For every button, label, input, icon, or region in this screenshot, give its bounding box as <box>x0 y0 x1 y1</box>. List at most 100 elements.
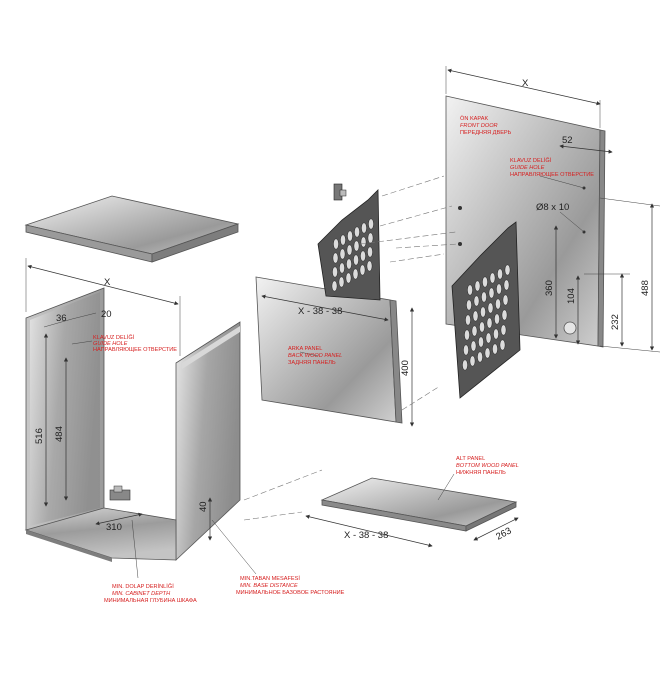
basket-slot <box>499 339 506 351</box>
dim-488-label: 488 <box>640 280 651 296</box>
bottom-panel-tr: ALT PANEL <box>456 456 485 462</box>
basket-slot <box>500 324 507 336</box>
assembly-guide-lines <box>243 175 459 521</box>
hinge-bracket-icon <box>333 183 347 201</box>
back-panel-ru: ЗАДНЯЯ ПАНЕЛЬ <box>288 360 336 366</box>
basket-slot <box>463 344 469 356</box>
dim-40-label: 40 <box>198 501 209 512</box>
min-base-en: MIN. BASE DISTANCE <box>240 583 298 589</box>
basket-slot <box>486 317 493 329</box>
dim-360-label: 360 <box>544 280 555 296</box>
front-door-callout: ÖN KAPAK FRONT DOOR ПЕРЕДНЯЯ ДВЕРЬ <box>460 115 512 136</box>
dim-36-label: 36 <box>56 313 67 324</box>
basket-slot <box>340 234 346 246</box>
front-door-tr: ÖN KAPAK <box>460 115 488 122</box>
basket-slot <box>502 294 509 306</box>
basket-slot <box>333 238 339 250</box>
dim-52: 52 <box>559 135 613 154</box>
min-depth-en: MIN. CABINET DEPTH <box>112 591 171 597</box>
basket-slot <box>368 218 374 230</box>
basket-slot <box>495 298 501 310</box>
basket-slot <box>359 264 366 276</box>
top-panel <box>24 195 240 263</box>
bottom-wood-panel <box>320 477 518 532</box>
guide-hole-left-callout: KLAVUZ DELİĞİ GUIDE HOLE НАПРАВЛЯЮЩЕЕ ОТ… <box>71 334 177 353</box>
basket-slot <box>493 328 499 340</box>
basket-slot <box>465 314 471 326</box>
basket-slot <box>504 264 511 276</box>
basket-slot <box>347 230 353 242</box>
min-depth-callout: MIN. DOLAP DERİNLİĞİ MIN. CABINET DEPTH … <box>104 519 197 604</box>
dim-516-label: 516 <box>34 428 45 444</box>
guide-hole-right-ru: НАПРАВЛЯЮЩЕЕ ОТВЕРСТИЕ <box>510 172 594 178</box>
dim-52-label: 52 <box>562 135 573 146</box>
dim-x-top-label: X <box>522 78 529 89</box>
guide-hole-right-tr: KLAVUZ DELİĞİ <box>510 157 552 164</box>
basket-slot <box>474 280 481 292</box>
basket-slot <box>462 359 468 371</box>
front-door-ru: ПЕРЕДНЯЯ ДВЕРЬ <box>460 130 512 136</box>
dim-x-left-label: X <box>104 277 111 288</box>
bottom-panel-en: BOTTOM WOOD PANEL <box>456 463 519 469</box>
basket-slot <box>471 325 478 337</box>
basket-slot <box>503 279 510 291</box>
dim-36-20: 36 20 <box>43 309 112 328</box>
basket-slot <box>492 343 498 355</box>
guide-hole-right-callout: KLAVUZ DELİĞİ GUIDE HOLE НАПРАВЛЯЮЩЕЕ ОТ… <box>510 157 594 189</box>
basket-slot <box>353 240 360 252</box>
wire-basket-right <box>451 221 521 399</box>
min-depth-ru: МИНИМАЛЬНАЯ ГЛУБИНА ШКАФА <box>104 598 197 604</box>
basket-slot <box>494 313 500 325</box>
basket-slot <box>331 280 338 292</box>
basket-slot <box>487 302 494 314</box>
basket-slot <box>478 336 484 348</box>
basket-slot <box>367 246 373 258</box>
basket-slot <box>366 260 373 272</box>
basket-slot <box>497 268 503 280</box>
basket-slot <box>353 254 359 266</box>
basket-slot <box>482 276 488 288</box>
basket-slot <box>367 232 374 244</box>
basket-slot <box>466 299 472 311</box>
basket-slot <box>360 250 366 262</box>
min-base-callout: MIN.TABAN MESAFESİ MIN. BASE DISTANCE МИ… <box>211 519 345 596</box>
guide-hole-right-en: GUIDE HOLE <box>510 165 545 171</box>
min-depth-tr: MIN. DOLAP DERİNLİĞİ <box>112 583 174 590</box>
basket-slot <box>339 248 346 260</box>
basket-slot <box>496 283 502 295</box>
cabinet-box <box>24 287 241 562</box>
dim-484-label: 484 <box>54 426 65 442</box>
basket-slot <box>473 295 480 307</box>
basket-slot <box>467 284 473 296</box>
lock-hole-icon <box>563 321 577 335</box>
dim-310-label: 310 <box>106 522 122 533</box>
dim-back-width: X - 38 - 38 <box>261 294 389 322</box>
dim-232-488: 232 488 <box>584 197 661 353</box>
dim-360-104: 360 104 <box>544 225 581 345</box>
hole-size-label: Ø8 x 10 <box>536 202 569 213</box>
wire-basket-left <box>317 189 381 301</box>
basket-slot <box>352 268 359 280</box>
front-door-en: FRONT DOOR <box>460 123 498 129</box>
basket-slot <box>472 310 479 322</box>
dim-516: 516 484 <box>34 333 69 507</box>
basket-slot <box>479 321 485 333</box>
basket-slot <box>361 222 367 234</box>
basket-slot <box>354 226 360 238</box>
basket-slot <box>464 329 470 341</box>
basket-slot <box>469 355 476 367</box>
dim-x-cabinet: X <box>25 258 181 356</box>
back-height-label: 400 <box>400 360 411 376</box>
basket-slot <box>346 258 352 270</box>
hole-size: Ø8 x 10 <box>536 202 585 233</box>
min-base-ru: МИНИМАЛЬНОЕ БАЗОВОЕ РАСТОЯНИЕ <box>236 590 345 596</box>
basket-slot <box>332 252 339 264</box>
basket-slot <box>480 306 486 318</box>
basket-slot <box>484 347 491 359</box>
dim-x-door: X <box>445 66 601 128</box>
back-panel-callout: ARKA PANEL BACK WOOD PANEL ЗАДНЯЯ ПАНЕЛЬ <box>288 346 342 366</box>
back-panel-en: BACK WOOD PANEL <box>288 353 342 359</box>
back-width-label: X - 38 - 38 <box>298 306 342 317</box>
